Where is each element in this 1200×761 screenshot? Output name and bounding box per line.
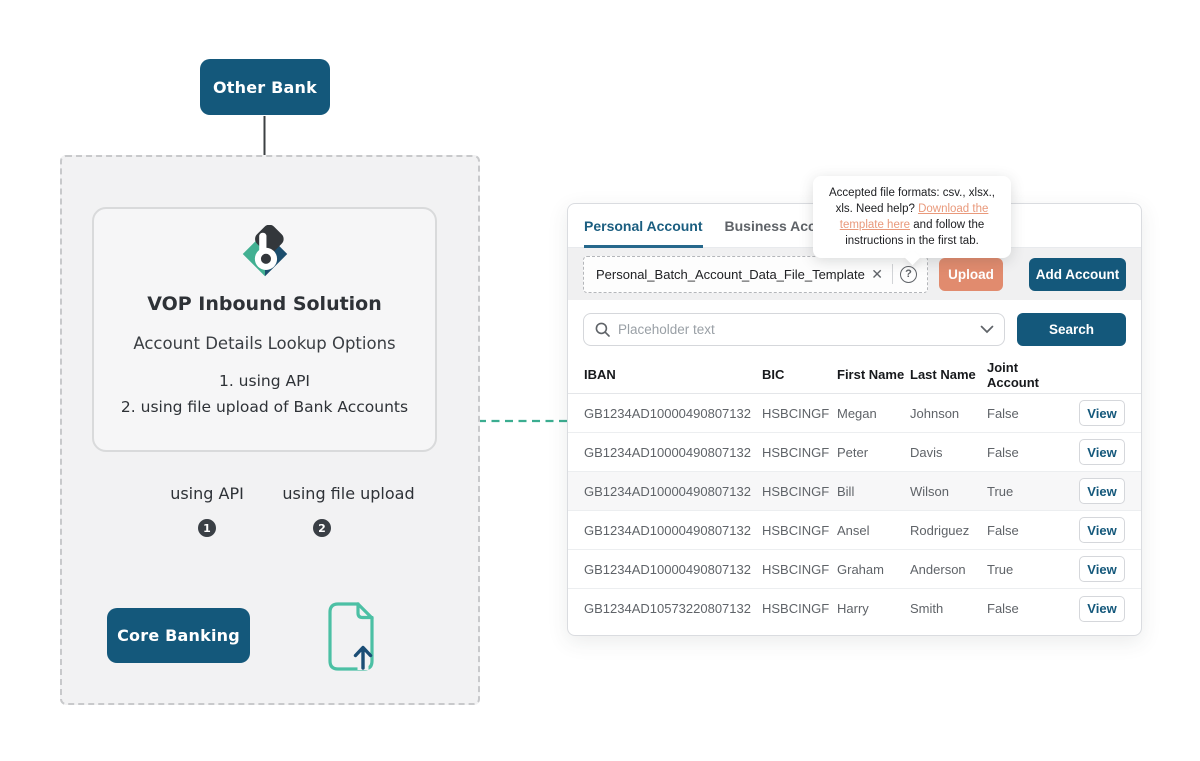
table-header-row: IBAN BIC First Name Last Name Joint Acco… — [568, 356, 1141, 394]
vop-title: VOP Inbound Solution — [147, 293, 382, 315]
tooltip-text-before: Accepted file formats: csv., xlsx., xls.… — [829, 187, 995, 215]
cell-joint: False — [987, 444, 1019, 460]
cell-joint: False — [987, 601, 1019, 616]
cell-joint: False — [987, 522, 1019, 538]
header-first-name: First Name — [837, 367, 905, 382]
cell-iban: GB1234AD10000490807132 — [584, 561, 751, 577]
cell-bic: HSBCINGF — [762, 561, 830, 577]
table-row: GB1234AD10000490807132 HSBCINGF Ansel Ro… — [568, 511, 1141, 550]
view-button[interactable]: View — [1079, 595, 1125, 622]
vop-option-file-upload: 2. using file upload of Bank Accounts — [120, 398, 409, 416]
table-row: GB1234AD10000490807132 HSBCINGF Graham A… — [568, 550, 1141, 589]
selected-file-name: Personal_Batch_Account_Data_File_Templat… — [596, 266, 866, 282]
view-button[interactable]: View — [1079, 517, 1125, 543]
header-joint-account: Joint Account — [987, 359, 1039, 390]
cell-bic: HSBCINGF — [762, 405, 830, 421]
core-banking-node: Core Banking — [107, 608, 250, 663]
search-input[interactable] — [618, 322, 980, 337]
chevron-down-icon[interactable] — [980, 325, 994, 334]
accounts-table: IBAN BIC First Name Last Name Joint Acco… — [568, 356, 1141, 635]
tab-personal-account[interactable]: Personal Account — [584, 204, 703, 248]
search-icon — [595, 322, 610, 337]
view-button[interactable]: View — [1079, 478, 1125, 504]
other-bank-label: Other Bank — [213, 77, 317, 97]
branch-badge-2: 2 — [311, 517, 333, 539]
cell-iban: GB1234AD10000490807132 — [584, 405, 751, 421]
header-last-name: Last Name — [910, 367, 976, 382]
cell-first-name: Bill — [837, 483, 855, 499]
table-row: GB1234AD10000490807132 HSBCINGF Bill Wil… — [568, 472, 1141, 511]
cell-first-name: Harry — [837, 601, 869, 616]
branch-label-file-upload: using file upload — [282, 484, 415, 503]
other-bank-node: Other Bank — [200, 59, 330, 115]
table-row: GB1234AD10000490807132 HSBCINGF Peter Da… — [568, 433, 1141, 472]
search-toolbar: Search — [568, 300, 1141, 356]
cell-joint: False — [987, 405, 1019, 421]
account-panel-card: Personal Account Business Account Person… — [567, 203, 1142, 636]
table-row: GB1234AD10573220807132 HSBCINGF Harry Sm… — [568, 589, 1141, 628]
branch-label-api: using API — [170, 484, 244, 503]
file-upload-icon — [328, 602, 374, 671]
download-template-link[interactable]: Download the template here — [839, 203, 989, 231]
core-banking-label: Core Banking — [117, 626, 240, 645]
view-button[interactable]: View — [1079, 400, 1125, 426]
help-icon[interactable]: ? — [900, 265, 917, 283]
cell-iban: GB1234AD10000490807132 — [584, 444, 751, 460]
tooltip-text-after: and follow the instructions in the first… — [845, 219, 985, 247]
view-button[interactable]: View — [1079, 556, 1125, 582]
view-button[interactable]: View — [1079, 439, 1125, 465]
cell-first-name: Peter — [837, 444, 869, 460]
vop-inbound-node: VOP Inbound Solution Account Details Loo… — [92, 207, 437, 452]
cell-first-name: Megan — [837, 405, 877, 421]
selected-file-chip[interactable]: Personal_Batch_Account_Data_File_Templat… — [583, 255, 928, 293]
cell-iban: GB1234AD10000490807132 — [584, 522, 751, 538]
cell-first-name: Graham — [837, 561, 884, 577]
add-account-button[interactable]: Add Account — [1029, 257, 1126, 291]
header-bic: BIC — [762, 367, 785, 382]
vop-subtitle: Account Details Lookup Options — [133, 334, 396, 353]
cell-last-name: Anderson — [910, 561, 966, 577]
cell-bic: HSBCINGF — [762, 483, 830, 499]
cell-iban: GB1234AD10573220807132 — [584, 601, 751, 616]
upload-toolbar: Personal_Batch_Account_Data_File_Templat… — [568, 248, 1141, 300]
cell-last-name: Davis — [910, 444, 943, 460]
cell-last-name: Johnson — [910, 405, 960, 421]
cell-joint: True — [987, 483, 1014, 499]
cell-bic: HSBCINGF — [762, 522, 830, 538]
clear-file-icon[interactable]: ✕ — [871, 265, 883, 282]
header-iban: IBAN — [584, 367, 616, 382]
vop-brand-logo-icon — [242, 225, 287, 277]
vop-option-api: 1. using API — [218, 372, 311, 390]
cell-bic: HSBCINGF — [762, 601, 830, 616]
cell-first-name: Ansel — [837, 522, 870, 538]
cell-last-name: Rodriguez — [910, 522, 970, 538]
tab-personal-account-label: Personal Account — [584, 217, 703, 234]
upload-help-tooltip: Accepted file formats: csv., xlsx., xls.… — [813, 176, 1011, 266]
search-button[interactable]: Search — [1017, 313, 1126, 346]
chip-divider — [892, 264, 893, 284]
cell-bic: HSBCINGF — [762, 444, 830, 460]
cell-last-name: Smith — [910, 601, 944, 616]
upload-button[interactable]: Upload — [939, 257, 1003, 291]
branch-badge-1: 1 — [196, 517, 218, 539]
cell-last-name: Wilson — [910, 483, 950, 499]
search-box[interactable] — [583, 313, 1005, 346]
cell-iban: GB1234AD10000490807132 — [584, 483, 751, 499]
cell-joint: True — [987, 561, 1014, 577]
table-row: GB1234AD10000490807132 HSBCINGF Megan Jo… — [568, 394, 1141, 433]
